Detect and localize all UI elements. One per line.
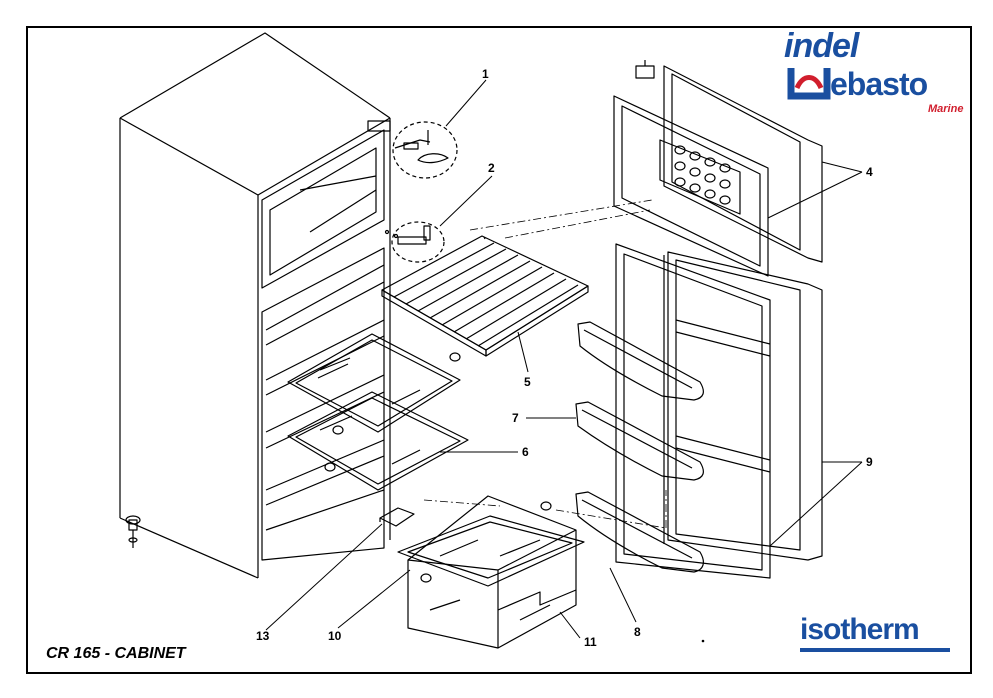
freezer-wire-shelf bbox=[381, 235, 589, 357]
callout-1: 1 bbox=[482, 67, 489, 81]
callout-10: 10 bbox=[328, 629, 342, 643]
callout-11: 11 bbox=[584, 635, 597, 649]
fridge-door bbox=[615, 243, 823, 579]
callout-2: 2 bbox=[488, 161, 495, 175]
callout-4: 4 bbox=[866, 165, 873, 179]
cover-plate bbox=[379, 507, 415, 527]
callout-6: 6 bbox=[522, 445, 529, 459]
callout-9: 9 bbox=[866, 455, 873, 469]
door-balconies bbox=[575, 321, 704, 573]
callout-13: 13 bbox=[256, 629, 270, 643]
crisper-box bbox=[407, 495, 577, 649]
glass-shelves bbox=[287, 333, 469, 491]
hinge-assembly-1 bbox=[392, 121, 458, 179]
leader-lines bbox=[265, 79, 863, 639]
logo-webasto-text: ebasto bbox=[830, 66, 928, 102]
logo-marine-text: Marine bbox=[928, 103, 964, 115]
callout-7: 7 bbox=[512, 411, 519, 425]
callout-8: 8 bbox=[634, 625, 641, 639]
callout-5: 5 bbox=[524, 375, 531, 389]
drawing-title: CR 165 - CABINET bbox=[46, 645, 186, 662]
stray-dot bbox=[701, 639, 705, 643]
diagram-frame bbox=[26, 26, 972, 674]
assembly-lines bbox=[423, 199, 667, 529]
cabinet-body bbox=[119, 32, 391, 579]
webasto-w-icon bbox=[787, 68, 831, 100]
logo-isotherm-text: isotherm bbox=[800, 613, 920, 646]
hinge-assembly-2 bbox=[384, 221, 445, 263]
crisper-lid bbox=[397, 501, 585, 587]
logo-isotherm-underline bbox=[800, 648, 950, 652]
logo-indel-text: indel bbox=[784, 27, 859, 65]
freezer-door bbox=[613, 60, 823, 277]
ice-tray bbox=[659, 139, 741, 215]
